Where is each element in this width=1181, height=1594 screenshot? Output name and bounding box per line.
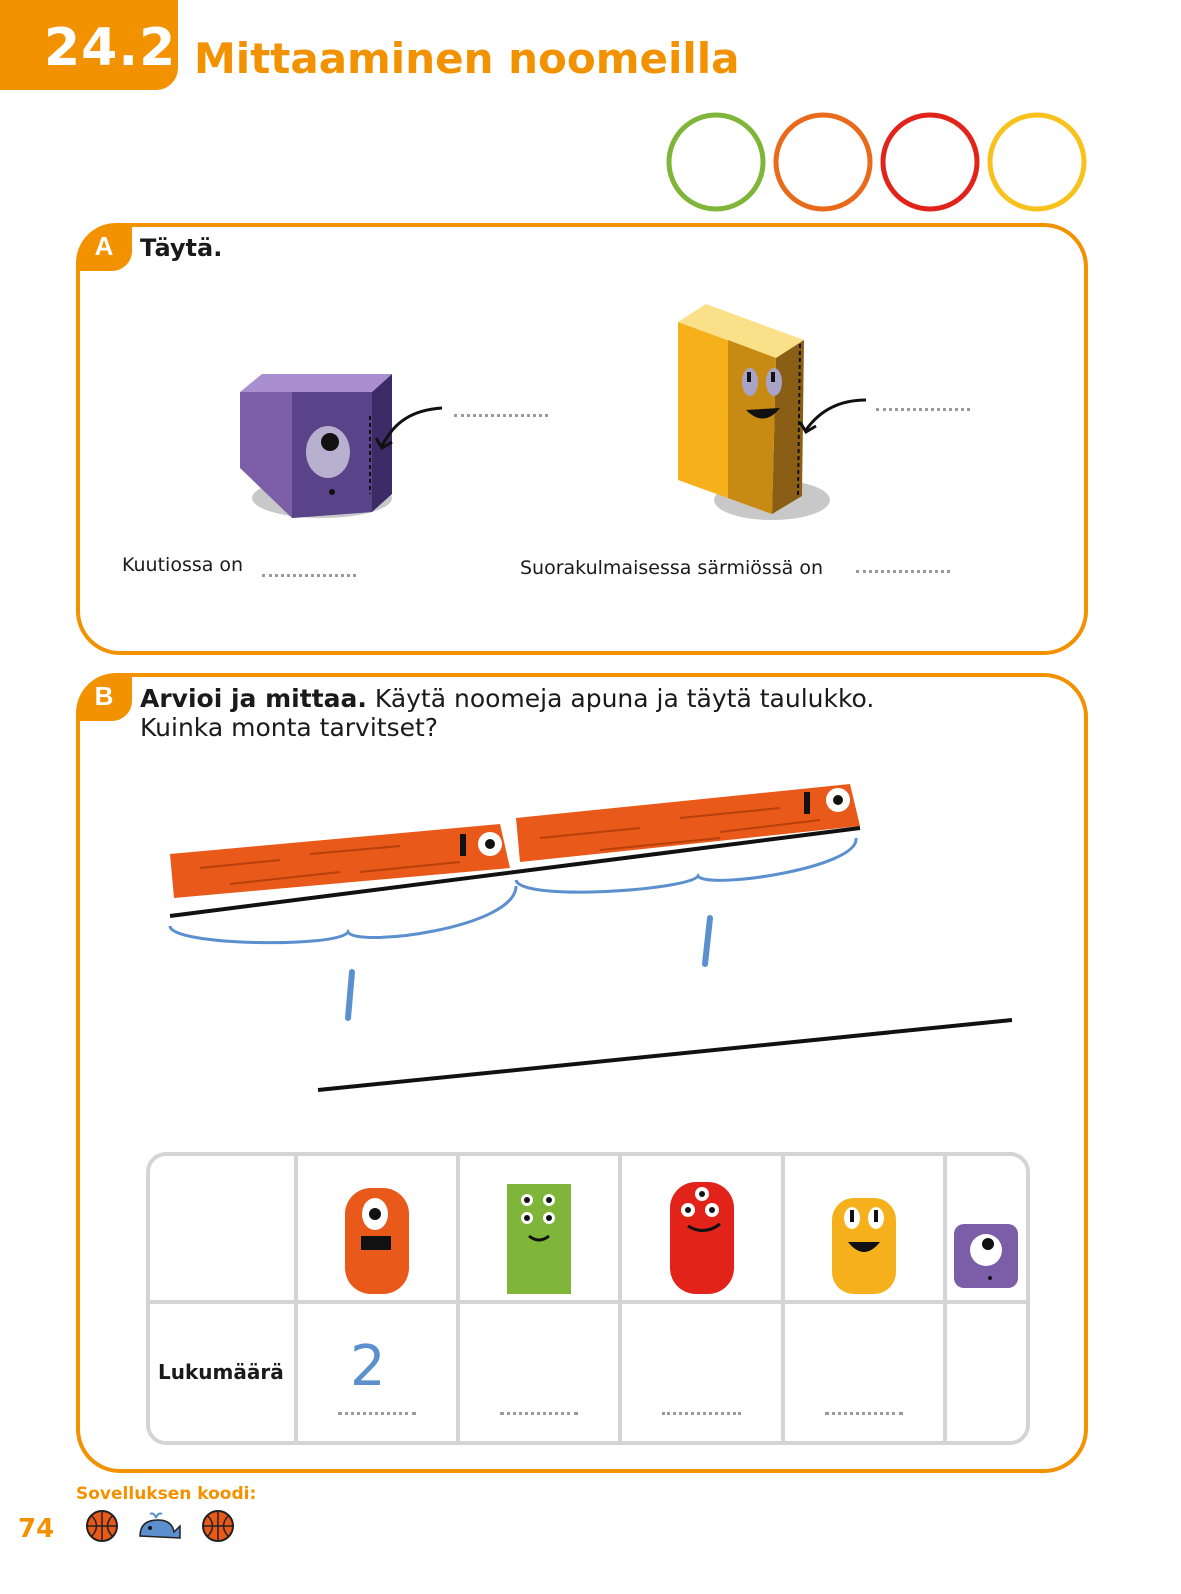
progress-circle-orange[interactable] (773, 112, 873, 212)
whale-icon (139, 1512, 181, 1539)
lying-orange-nome-1 (170, 824, 510, 898)
progress-circle-green[interactable] (666, 112, 766, 212)
prism-edge-answer-field[interactable] (876, 408, 970, 411)
prism-arrow (798, 398, 867, 435)
cube-arrow (374, 406, 443, 451)
task-b-label: B (76, 673, 132, 721)
count-label-cell: Lukumäärä (150, 1300, 298, 1441)
task-a-box (76, 223, 1088, 655)
answer-field-yellow[interactable] (824, 1412, 903, 1415)
count-answer-orange: 2 (350, 1334, 386, 1399)
count-row-label: Lukumäärä (158, 1360, 284, 1384)
prism-text: Suorakulmaisessa särmiössä on (520, 557, 823, 579)
measure-table: Lukumäärä 2 (146, 1152, 1030, 1445)
empty-header-cell (150, 1156, 298, 1304)
header-cell-orange (293, 1156, 461, 1304)
count-row: Lukumäärä 2 (150, 1300, 1026, 1441)
cube-count-answer-field[interactable] (262, 574, 356, 577)
answer-field-orange[interactable] (338, 1412, 417, 1415)
progress-circle-yellow[interactable] (987, 112, 1087, 212)
task-b-instruction-line2: Kuinka monta tarvitset? (140, 713, 439, 742)
purple-nome (954, 1224, 1019, 1288)
task-b-box (76, 673, 1088, 1473)
purple-cube-illustration (240, 374, 392, 518)
count-cell-purple[interactable] (942, 1300, 1026, 1441)
yellow-prism-illustration (678, 304, 830, 520)
lying-orange-nome-2 (516, 784, 860, 862)
task-b-instruction-rest: Käytä noomeja apuna ja täytä taulukko. (374, 684, 875, 713)
task-a-label: A (76, 223, 132, 271)
app-code-label: Sovelluksen koodi: (76, 1484, 257, 1504)
task-a-instruction: Täytä. (140, 234, 223, 262)
basketball-icon (86, 1510, 118, 1542)
line-to-measure (317, 1018, 1013, 1092)
page-number: 74 (18, 1514, 55, 1544)
answer-field-green[interactable] (500, 1412, 579, 1415)
header-cell-yellow (780, 1156, 947, 1304)
count-cell-yellow[interactable] (780, 1300, 947, 1441)
header-cell-green (456, 1156, 623, 1304)
page-title: Mittaaminen noomeilla (194, 34, 740, 83)
progress-circle-red[interactable] (880, 112, 980, 212)
header-cell-purple (942, 1156, 1026, 1304)
count-cell-green[interactable] (456, 1300, 623, 1441)
green-nome (507, 1184, 572, 1294)
app-code-icons (86, 1510, 234, 1542)
task-b-instruction-bold: Arvioi ja mittaa. (140, 684, 367, 713)
yellow-nome (831, 1198, 896, 1294)
cube-edge-answer-field[interactable] (454, 414, 548, 417)
prism-count-answer-field[interactable] (856, 570, 950, 573)
measuring-example-illustration (168, 784, 861, 1021)
progress-circles (666, 112, 1087, 212)
count-cell-orange[interactable]: 2 (293, 1300, 461, 1441)
basketball-icon (202, 1510, 234, 1542)
orange-nome (345, 1188, 410, 1294)
nome-header-row (150, 1156, 1026, 1304)
chapter-tab (0, 0, 178, 90)
cube-text: Kuutiossa on (122, 554, 244, 576)
red-nome (669, 1182, 734, 1294)
answer-field-red[interactable] (662, 1412, 741, 1415)
header-cell-red (618, 1156, 785, 1304)
chapter-number: 24.2 (44, 18, 177, 78)
count-cell-red[interactable] (618, 1300, 785, 1441)
task-b-instruction: Arvioi ja mittaa. Käytä noomeja apuna ja… (140, 684, 1040, 742)
